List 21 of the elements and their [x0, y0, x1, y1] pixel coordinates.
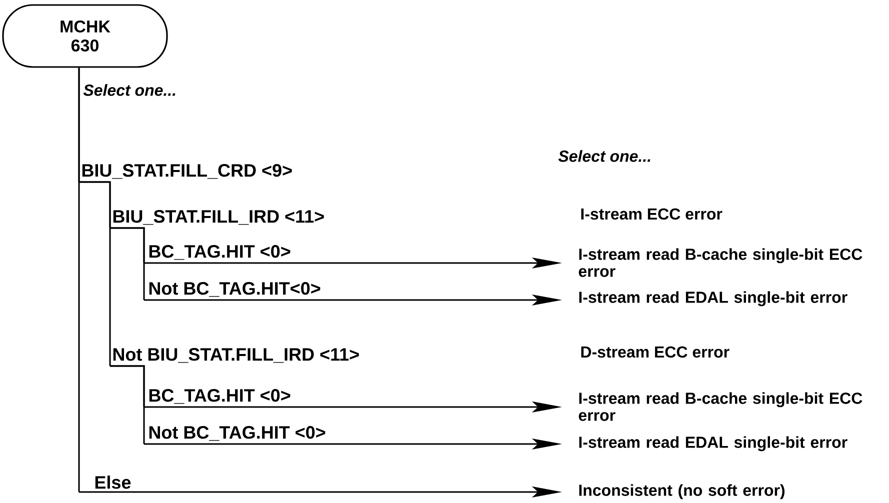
bracket-line: [78, 68, 80, 492]
result-text: I-stream read B-cache single-bit ECC error: [578, 392, 862, 421]
instruction-text: Select one...: [558, 150, 650, 162]
instruction-text: Select one...: [83, 84, 176, 96]
condition-text: Not BIU_STAT.FILL_IRD <11>: [113, 348, 359, 363]
bracket-line: [79, 181, 111, 366]
condition-text: BIU_STAT.FILL_IRD <11>: [113, 210, 324, 225]
category-text: D-stream ECC error: [581, 346, 730, 358]
condition-text: BC_TAG.HIT <0>: [149, 389, 290, 404]
bracket-line: [110, 365, 145, 444]
bracket-line: [110, 227, 145, 300]
result-text: Inconsistent (no soft error): [579, 484, 784, 500]
condition-text: Not BC_TAG.HIT<0>: [149, 282, 320, 297]
result-text: I-stream read EDAL single-bit error: [579, 436, 848, 452]
condition-text: Not BC_TAG.HIT <0>: [149, 426, 326, 441]
result-text: I-stream read B-cache single-bit ECC error: [578, 248, 862, 277]
condition-text: BIU_STAT.FILL_CRD <9>: [82, 164, 292, 179]
condition-text: Else: [95, 476, 131, 489]
category-text: I-stream ECC error: [581, 208, 722, 220]
result-text: I-stream read EDAL single-bit error: [579, 291, 848, 306]
condition-text: BC_TAG.HIT <0>: [149, 245, 290, 260]
